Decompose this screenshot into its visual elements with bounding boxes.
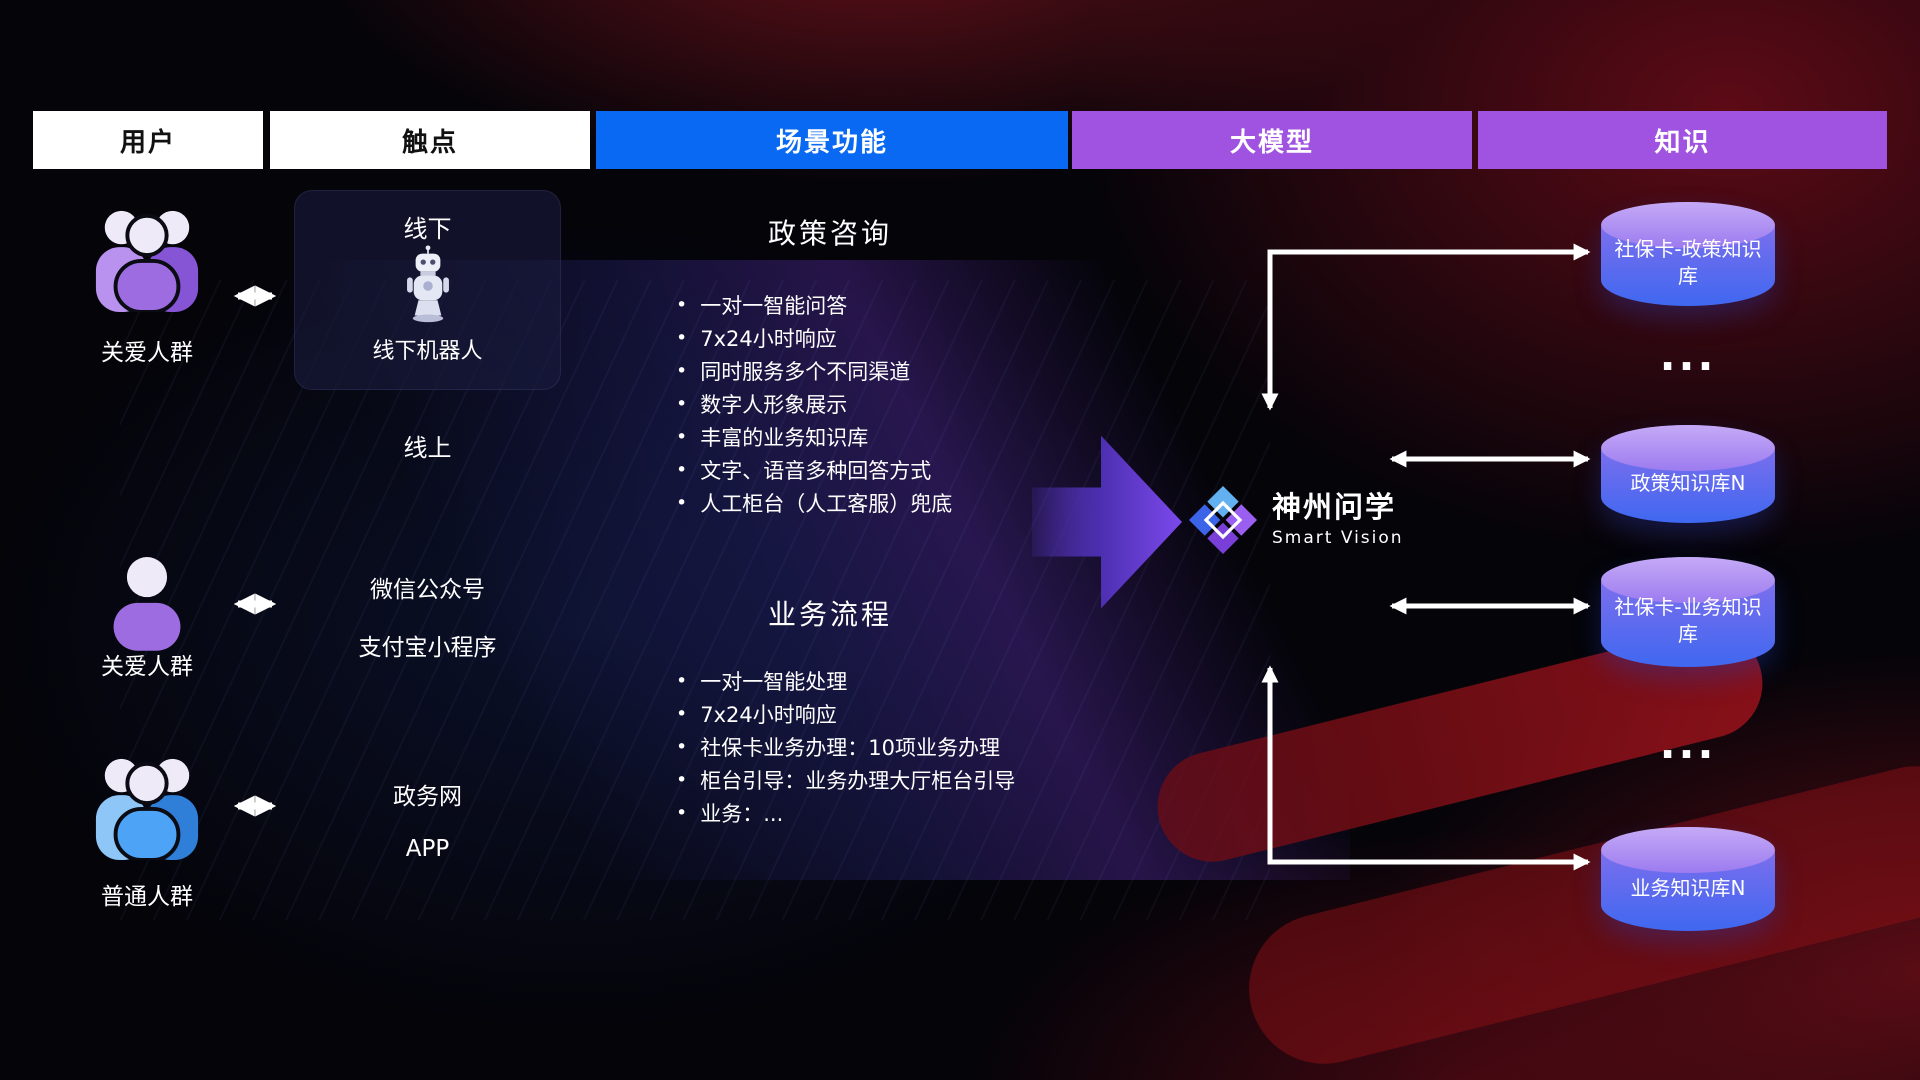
- kb-social-business-db: 社保卡-业务知识库: [1601, 557, 1775, 667]
- list-item: 7x24小时响应: [676, 697, 1015, 730]
- list-item: 一对一智能处理: [676, 664, 1015, 697]
- column-header-knowledge: 知识: [1478, 111, 1887, 169]
- list-item: 业务：...: [676, 796, 1015, 829]
- user-group-label: 关爱人群: [101, 340, 193, 366]
- column-header-scenarios: 场景功能: [596, 111, 1068, 169]
- group-people-icon: [95, 758, 199, 860]
- model-kb4-connector-arrow: [1261, 665, 1591, 871]
- kb-label: 社保卡-政策知识库: [1614, 237, 1762, 288]
- list-item: 7x24小时响应: [676, 321, 952, 354]
- policy-feature-list: 一对一智能问答 7x24小时响应 同时服务多个不同渠道 数字人形象展示 丰富的业…: [676, 288, 952, 519]
- touchpoint-gov: 政务网: [393, 784, 462, 810]
- db-cap: [1601, 557, 1775, 603]
- kb-ellipsis: ...: [1659, 331, 1717, 380]
- offline-title: 线下: [403, 215, 452, 243]
- list-item: 一对一智能问答: [676, 288, 952, 321]
- list-item: 丰富的业务知识库: [676, 420, 952, 453]
- touchpoint-alipay: 支付宝小程序: [358, 635, 497, 661]
- model-logo-block: 神州问学 Smart Vision: [1186, 483, 1404, 557]
- online-title: 线上: [403, 434, 452, 462]
- kb-business-n-db: 业务知识库N: [1601, 827, 1775, 931]
- user-group-label: 关爱人群: [101, 654, 193, 680]
- touchpoint-app: APP: [405, 836, 450, 862]
- kb-social-policy-db: 社保卡-政策知识库: [1601, 202, 1775, 306]
- flow-arrow: [1032, 435, 1182, 609]
- touchpoint-wechat: 微信公众号: [370, 577, 485, 603]
- kb-label: 业务知识库N: [1630, 875, 1746, 900]
- kb-ellipsis: ...: [1659, 719, 1717, 768]
- db-cap: [1601, 827, 1775, 873]
- kb-label: 政策知识库N: [1630, 470, 1746, 495]
- robot-icon: [406, 245, 449, 323]
- smart-vision-logo-icon: [1188, 485, 1258, 555]
- list-item: 文字、语音多种回答方式: [676, 453, 952, 486]
- policy-section-title: 政策咨询: [767, 217, 892, 250]
- user-group-label: 普通人群: [101, 884, 193, 910]
- group-people-icon: [95, 210, 199, 312]
- business-section-title: 业务流程: [767, 598, 892, 631]
- column-header-touchpoints: 触点: [270, 111, 590, 169]
- kb-policy-n-db: 政策知识库N: [1601, 425, 1775, 523]
- model-subtitle: Smart Vision: [1272, 527, 1404, 548]
- list-item: 数字人形象展示: [676, 387, 952, 420]
- model-kb1-connector-arrow: [1261, 243, 1591, 411]
- single-person-icon: [113, 557, 181, 651]
- list-item: 人工柜台（人工客服）兜底: [676, 486, 952, 519]
- offline-touchpoint-card: 线下 线下机器人: [294, 190, 561, 390]
- db-cap: [1601, 202, 1775, 248]
- list-item: 同时服务多个不同渠道: [676, 354, 952, 387]
- column-header-users: 用户: [33, 111, 263, 169]
- offline-robot-label: 线下机器人: [372, 339, 483, 364]
- kb-label: 社保卡-业务知识库: [1614, 595, 1762, 646]
- list-item: 柜台引导：业务办理大厅柜台引导: [676, 763, 1015, 796]
- business-feature-list: 一对一智能处理 7x24小时响应 社保卡业务办理：10项业务办理 柜台引导：业务…: [676, 664, 1015, 829]
- db-cap: [1601, 425, 1775, 471]
- red-ribbon-decor: [1233, 750, 1920, 1080]
- model-name: 神州问学: [1272, 490, 1397, 525]
- column-header-model: 大模型: [1072, 111, 1472, 169]
- list-item: 社保卡业务办理：10项业务办理: [676, 730, 1015, 763]
